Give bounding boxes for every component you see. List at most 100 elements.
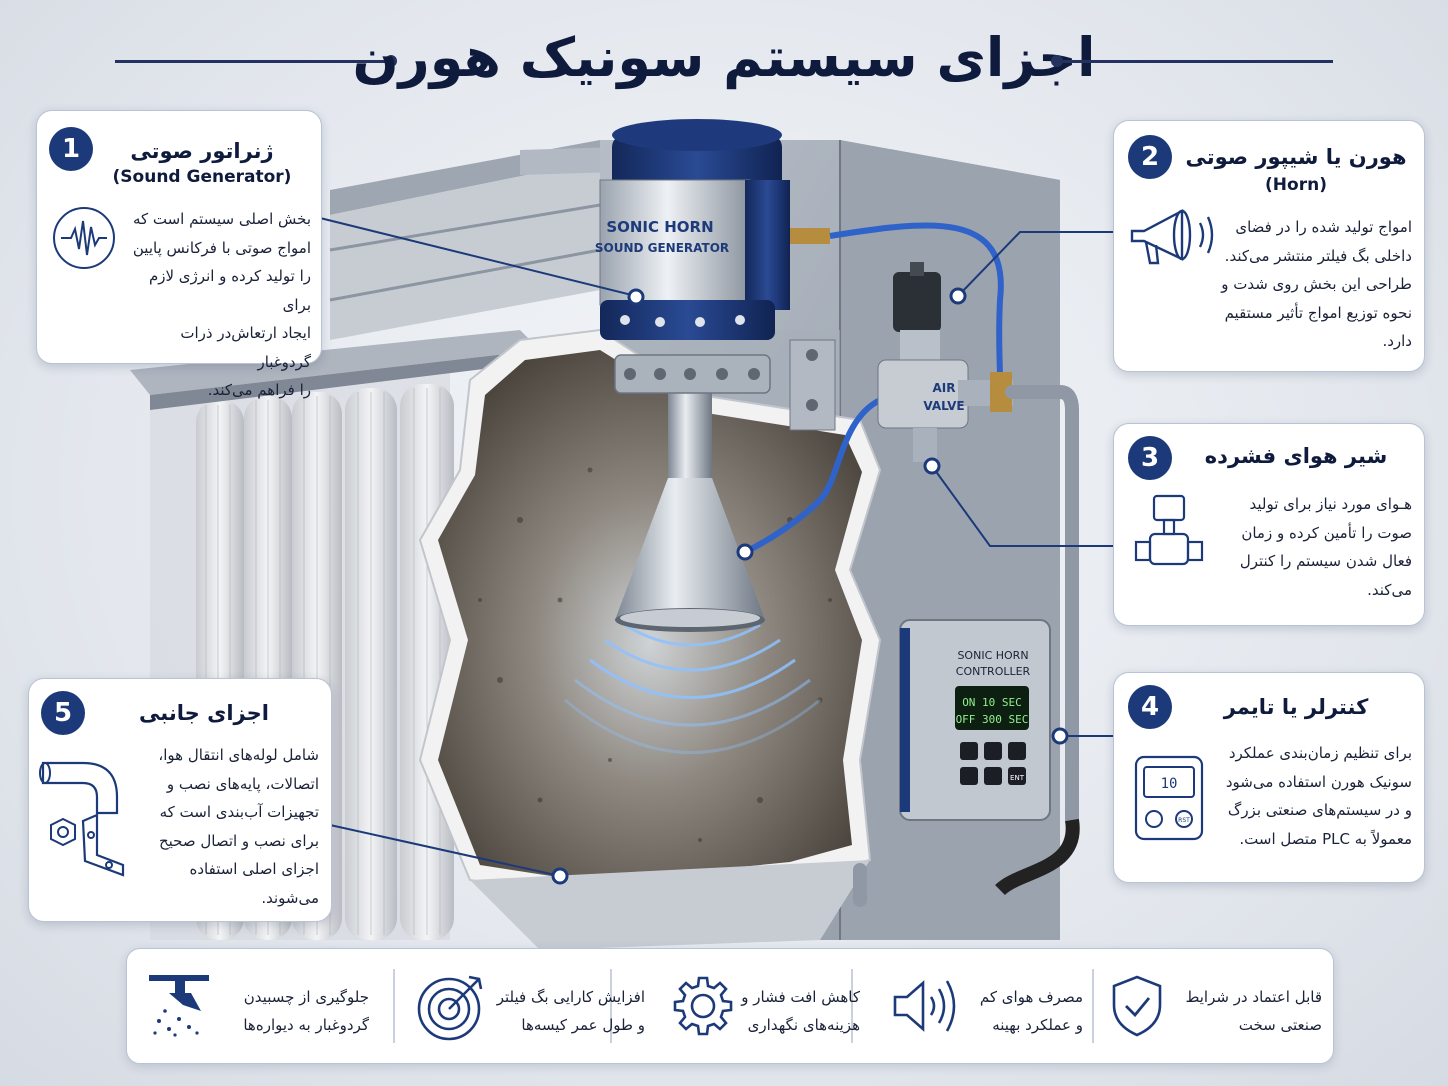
component-body-4: برای تنظیم زمان‌بندی عملکرد سونیک هورن ا… — [1218, 739, 1412, 853]
title-divider-left — [115, 60, 385, 63]
component-2-line: امواج تولید شده را در فضای — [1235, 218, 1412, 236]
component-4-line: سونیک هورن استفاده می‌شود — [1225, 772, 1412, 791]
controller-box: SONIC HORN CONTROLLER ON 10 SEC OFF 300 … — [899, 619, 1051, 821]
timer-controller-icon: 10 RST — [1134, 755, 1204, 841]
component-card-1: 1 ژنراتور صوتی (Sound Generator) بخش اصل… — [36, 110, 322, 399]
component-1-line: را تولید کرده و انرژی لازم برای — [148, 267, 311, 314]
benefit-line: و عملکرد بهینه — [992, 1016, 1083, 1034]
component-body-2: امواج تولید شده را در فضای داخلی بگ فیلت… — [1218, 213, 1412, 356]
component-title-4: کنترلر یا تایمر — [1223, 695, 1369, 719]
sound-wave-icon — [53, 207, 115, 269]
benefit-line: افزایش کارایی بگ فیلتر — [496, 988, 645, 1006]
benefit-divider — [610, 969, 612, 1043]
component-3-line: فعال شدن سیستم را کنترل — [1239, 552, 1412, 570]
target-icon — [417, 975, 483, 1041]
generator-label-1: SONIC HORN — [606, 218, 713, 236]
component-title-2: هورن یا شیپور صوتی — [1185, 145, 1407, 169]
benefit-line: قابل اعتماد در شرایط — [1185, 988, 1323, 1006]
title-dot-right — [1051, 55, 1063, 67]
speaker-icon — [893, 980, 956, 1032]
component-2-line: داخلی بگ فیلتر منتشر می‌کند. — [1224, 246, 1412, 265]
benefit-divider — [393, 969, 395, 1043]
component-card-4: 4 کنترلر یا تایمر 10 RST برای تنظیم زمان… — [1113, 672, 1425, 883]
component-1-line: را فراهم می‌کند. — [207, 381, 311, 399]
title-bar: اجزای سیستم سونیک هورن — [0, 20, 1448, 104]
component-2-line: دارد. — [1382, 332, 1412, 350]
component-number-2: 2 — [1128, 135, 1172, 179]
air-hose-lower — [743, 397, 882, 555]
component-5-line: شامل لوله‌های انتقال هوا، — [158, 746, 319, 764]
sound-waves — [564, 623, 821, 754]
title-dot-left — [385, 55, 397, 67]
benefit-text: کاهش افت فشار و هزینه‌های نگهداری — [738, 983, 860, 1039]
component-5-line: تجهیزات آب‌بندی است که — [159, 803, 319, 821]
conduit — [995, 818, 1080, 896]
air-hose-upper — [829, 222, 1004, 381]
megaphone-icon — [1130, 209, 1214, 265]
component-4-line: و در سیستم‌های صنعتی بزرگ — [1227, 801, 1412, 819]
valve-label-2: VALVE — [923, 399, 964, 413]
benefit-text: مصرف هوای کم و عملکرد بهینه — [961, 983, 1083, 1039]
benefit-line: کاهش افت فشار و — [741, 988, 860, 1006]
air-supply-pipe — [853, 385, 1079, 907]
component-3-line: صوت را تأمین کرده و زمان — [1241, 523, 1412, 542]
horn — [615, 390, 765, 632]
component-3-line: هـوای مورد نیاز برای تولید — [1249, 495, 1412, 513]
component-3-line: می‌کند. — [1367, 580, 1412, 599]
component-5-line: می‌شوند. — [261, 888, 319, 907]
component-body-5: شامل لوله‌های انتقال هوا، اتصالات، پایه‌… — [129, 741, 319, 912]
component-5-line: اجزای اصلی استفاده — [189, 860, 320, 878]
component-number-3: 3 — [1128, 436, 1172, 480]
component-body-1: بخش اصلی سیستم است که امواج صوتی با فرکا… — [123, 205, 311, 405]
component-5-line: برای نصب و اتصال صحیح — [158, 831, 319, 850]
benefit-no-sticking: جلوگیری از چسبیدن گردوغبار به دیواره‌ها — [127, 949, 391, 1063]
callout-dots — [551, 287, 1069, 885]
shield-check-icon — [1112, 975, 1162, 1037]
benefit-line: هزینه‌های نگهداری — [747, 1016, 860, 1034]
component-title-3: شیر هوای فشرده — [1204, 444, 1388, 468]
dust-spray-icon — [149, 975, 209, 1037]
horn-flange — [614, 339, 836, 431]
benefit-text: جلوگیری از چسبیدن گردوغبار به دیواره‌ها — [219, 983, 369, 1039]
benefit-text: افزایش کارایی بگ فیلتر و طول عمر کیسه‌ها — [485, 983, 645, 1039]
benefit-low-air: مصرف هوای کم و عملکرد بهینه — [851, 949, 1092, 1063]
component-card-2: 2 هورن یا شیپور صوتی (Horn) امواج تولید … — [1113, 120, 1425, 372]
benefit-line: گردوغبار به دیواره‌ها — [243, 1016, 369, 1034]
controller-display-2: OFF 300 SEC — [956, 713, 1029, 726]
component-subtitle-1: (Sound Generator) — [112, 167, 292, 187]
component-4-line: برای تنظیم زمان‌بندی عملکرد — [1228, 744, 1412, 762]
component-number-1: 1 — [49, 127, 93, 171]
callout-lines — [319, 217, 1115, 877]
controller-display-1: ON 10 SEC — [962, 696, 1022, 709]
benefit-divider — [851, 969, 853, 1043]
benefits-bar: قابل اعتماد در شرایط صنعتی سخت مصرف هوای… — [126, 948, 1334, 1064]
benefit-text: قابل اعتماد در شرایط صنعتی سخت — [1172, 983, 1323, 1039]
component-title-5: اجزای جانبی — [139, 701, 269, 725]
valve-label-1: AIR — [933, 381, 956, 395]
title-divider-right — [1063, 60, 1333, 63]
benefit-line: جلوگیری از چسبیدن — [243, 988, 369, 1006]
component-card-5: 5 اجزای جانبی شامل لوله‌های انتقال هوا، … — [28, 678, 332, 922]
component-number-5: 5 — [41, 691, 85, 735]
benefit-line: صنعتی سخت — [1238, 1016, 1322, 1034]
component-card-3: 3 شیر هوای فشرده هـوای مورد نیاز برای تو… — [1113, 423, 1425, 626]
pipe-fittings-icon — [39, 761, 125, 877]
benefit-line: و طول عمر کیسه‌ها — [521, 1016, 645, 1034]
component-1-line: ایجاد ارتعاش‌در ذرات گردوغبار — [180, 324, 311, 371]
sound-generator: SONIC HORN SOUND GENERATOR — [595, 119, 830, 340]
timer-icon-display: 10 — [1161, 776, 1178, 792]
benefit-pressure-drop: کاهش افت فشار و هزینه‌های نگهداری — [610, 949, 860, 1063]
component-4-line: معمولاً به PLC متصل است. — [1239, 829, 1412, 848]
benefit-bag-efficiency: افزایش کارایی بگ فیلتر و طول عمر کیسه‌ها — [393, 949, 645, 1063]
component-title-1: ژنراتور صوتی — [130, 139, 274, 163]
gear-icon — [673, 976, 733, 1036]
benefit-line: مصرف هوای کم — [979, 988, 1083, 1006]
component-number-4: 4 — [1128, 685, 1172, 729]
benefit-reliable: قابل اعتماد در شرایط صنعتی سخت — [1092, 949, 1333, 1063]
solenoid-valve-icon — [1134, 494, 1204, 566]
component-1-line: امواج صوتی با فرکانس پایین — [132, 238, 311, 257]
controller-label-2: CONTROLLER — [956, 665, 1031, 678]
air-valve: AIR VALVE — [877, 262, 1013, 462]
generator-label-2: SOUND GENERATOR — [595, 241, 729, 255]
component-2-line: طراحی این بخش روی شدت و — [1221, 275, 1412, 293]
